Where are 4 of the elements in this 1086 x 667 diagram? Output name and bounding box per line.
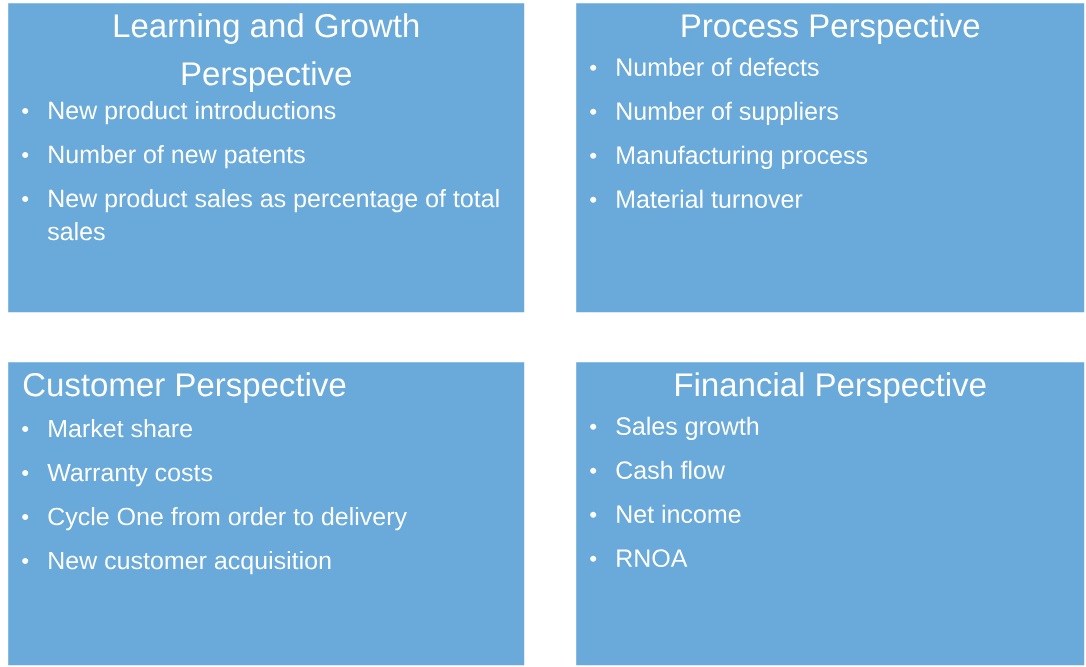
perspective-box: Learning and Growth Perspective New product introductions Number of new patents New product sales as percentage of total sales	[8, 3, 525, 313]
perspective-box: Financial Perspective Sales growth Cash flow Net income RNOA	[576, 362, 1085, 666]
perspective-box: Customer Perspective Market share Warranty costs Cycle One from order to delivery New customer acquisition	[8, 362, 525, 666]
perspective-box: Process Perspective Number of defects Number of suppliers Manufacturing process Material turnover	[576, 3, 1085, 313]
